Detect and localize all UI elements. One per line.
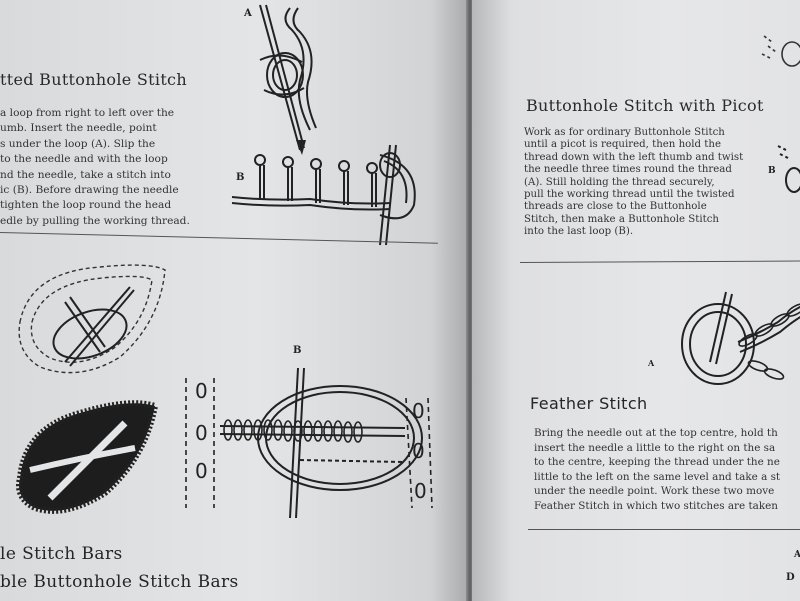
svg-text:0: 0 xyxy=(195,421,208,445)
feather-stitch-heading: Feather Stitch xyxy=(530,394,648,413)
text-line: little to the left on the same level and… xyxy=(534,470,781,483)
text-line: s under the loop (A). Slip the xyxy=(0,137,156,150)
picot-heading: Buttonhole Stitch with Picot xyxy=(526,96,764,115)
picot-label-b: B xyxy=(768,166,776,176)
corner-mark-d: D xyxy=(786,572,795,583)
svg-text:0: 0 xyxy=(195,459,208,483)
text-line: Work as for ordinary Buttonhole Stitch xyxy=(524,127,725,138)
knotted-stitch-illustration-a xyxy=(259,4,317,155)
section-divider xyxy=(528,529,800,530)
text-line: insert the needle a little to the right … xyxy=(534,441,776,454)
text-line: pull the working thread until the twiste… xyxy=(524,189,735,201)
label-b: B xyxy=(236,172,245,183)
text-line: threads are close to the Buttonhole xyxy=(524,201,707,213)
book-gutter xyxy=(466,0,474,601)
right-page: Buttonhole Stitch with Picot Work as for… xyxy=(472,0,800,601)
knotted-buttonhole-heading: tted Buttonhole Stitch xyxy=(0,70,187,89)
corner-mark-a: A xyxy=(794,550,800,560)
bars-illustration-outline xyxy=(18,264,166,374)
text-line: ic (B). Before drawing the needle xyxy=(0,184,179,197)
text-line: Bring the needle out at the top centre, … xyxy=(534,427,778,439)
svg-text:0: 0 xyxy=(195,379,208,403)
buttonhole-bars-heading: le Stitch Bars xyxy=(0,544,123,564)
text-line: thread down with the left thumb and twis… xyxy=(524,151,744,163)
text-line: the needle three times round the thread xyxy=(524,164,732,176)
svg-text:0: 0 xyxy=(414,479,427,503)
bars-illustration-main: 000 000 xyxy=(185,367,433,519)
text-line: nd the needle, take a stitch into xyxy=(0,168,171,181)
text-line: under the needle point. Work these two m… xyxy=(534,485,775,498)
bars-illustration-filled-leaf xyxy=(16,400,159,514)
svg-text:0: 0 xyxy=(412,399,425,423)
text-line: Feather Stitch in which two stitches are… xyxy=(534,499,778,512)
section-divider xyxy=(519,260,800,263)
picot-side-illustration xyxy=(777,145,800,193)
text-line: tighten the loop round the head xyxy=(0,199,172,212)
text-line: to the centre, keeping the thread under … xyxy=(534,456,780,469)
text-line: into the last loop (B). xyxy=(524,226,634,238)
label-a: A xyxy=(244,8,252,19)
text-line: a loop from right to left over the xyxy=(0,107,175,119)
text-line: (A). Still holding the thread securely, xyxy=(524,176,715,188)
double-buttonhole-bars-heading: ble Buttonhole Stitch Bars xyxy=(0,572,239,592)
label-b-bars: B xyxy=(293,345,302,356)
text-line: edle by pulling the working thread. xyxy=(0,214,190,227)
feather-label-a: A xyxy=(648,358,655,368)
top-corner-illustration xyxy=(761,35,800,67)
text-line: until a picot is required, then hold the xyxy=(524,139,721,151)
text-line: to the needle and with the loop xyxy=(0,153,168,166)
knotted-stitch-illustration-b xyxy=(231,144,416,246)
text-line: umb. Insert the needle, point xyxy=(0,122,157,135)
text-line: Stitch, then make a Buttonhole Stitch xyxy=(524,213,719,225)
feather-stitch-illustration xyxy=(681,291,800,385)
left-page: tted Buttonhole Stitch a loop from right… xyxy=(0,0,468,601)
feather-stitch-paragraph: Bring the needle out at the top centre, … xyxy=(534,426,780,514)
knotted-buttonhole-paragraph: a loop from right to left over the umb. … xyxy=(0,106,190,229)
picot-paragraph: Work as for ordinary Buttonhole Stitch u… xyxy=(524,127,743,239)
